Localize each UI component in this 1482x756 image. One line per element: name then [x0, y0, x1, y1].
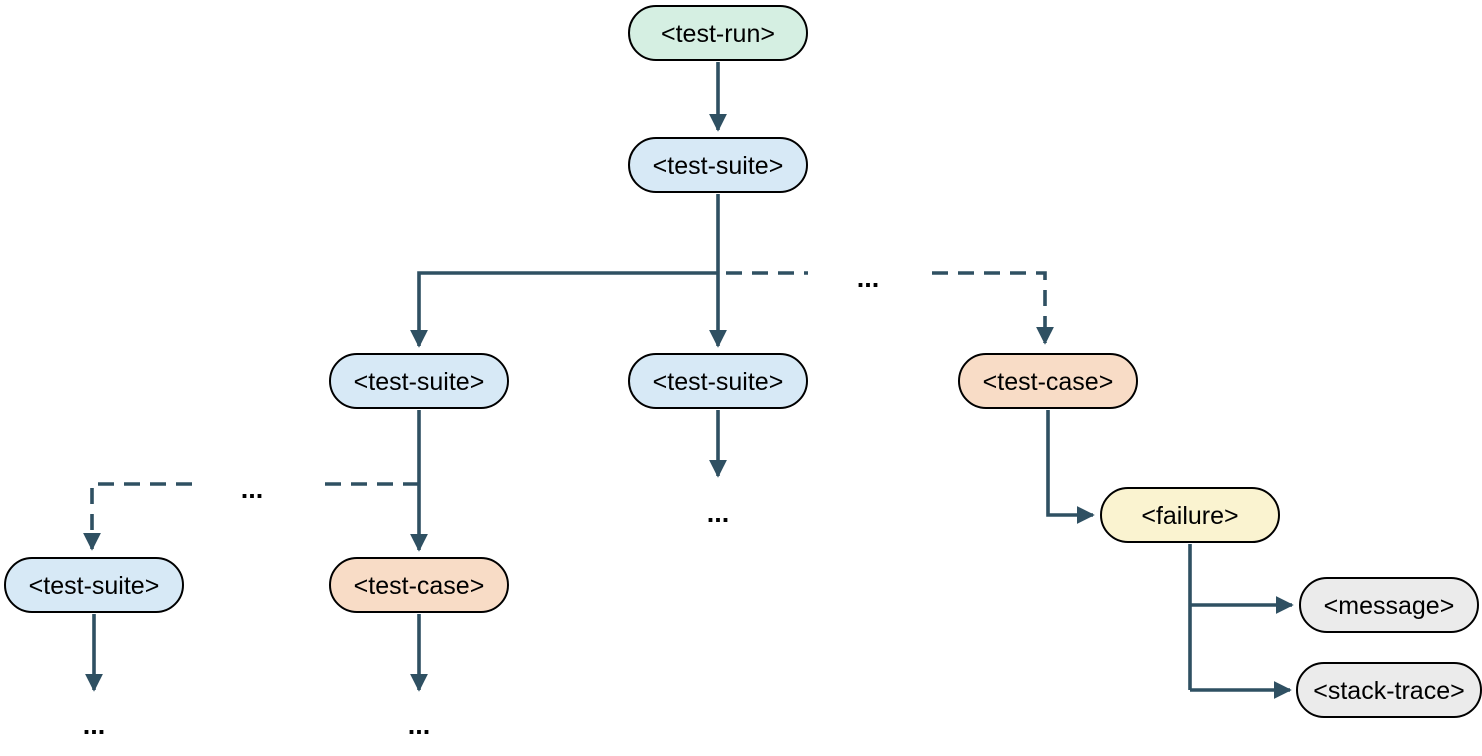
node-test-suite-root-shape — [628, 137, 808, 193]
node-test-suite-root: <test-suite> — [628, 137, 808, 193]
node-message-label: <message> — [1324, 592, 1455, 620]
node-failure-label: <failure> — [1141, 502, 1238, 530]
node-failure-shape — [1100, 487, 1280, 543]
node-test-case-left-label: <test-case> — [354, 572, 485, 600]
node-test-suite-far-left: <test-suite> — [4, 557, 184, 613]
node-test-case-right: <test-case> — [958, 353, 1138, 409]
node-test-suite-far-left-label: <test-suite> — [29, 572, 160, 600]
node-test-run-label: <test-run> — [661, 20, 775, 48]
ellipsis-below-mid-suite: ... — [707, 498, 730, 528]
node-test-case-right-label: <test-case> — [983, 368, 1114, 396]
node-test-suite-root-label: <test-suite> — [653, 152, 784, 180]
node-test-suite-left: <test-suite> — [329, 353, 509, 409]
node-test-suite-left-label: <test-suite> — [354, 368, 485, 396]
node-test-run-shape — [628, 5, 808, 61]
edge-dashed-to-test-case-right — [932, 271, 1054, 345]
node-test-suite-mid: <test-suite> — [628, 353, 808, 409]
node-test-run: <test-run> — [628, 5, 808, 61]
node-test-suite-mid-shape — [628, 353, 808, 409]
node-message-shape — [1299, 577, 1479, 633]
node-test-case-left-shape — [329, 557, 509, 613]
node-test-suite-mid-label: <test-suite> — [653, 368, 784, 396]
node-test-suite-left-shape — [329, 353, 509, 409]
ellipsis-below-left-case: ... — [408, 710, 431, 740]
ellipsis-left: ... — [241, 474, 264, 504]
node-stack-trace-shape — [1296, 662, 1482, 718]
node-test-case-right-shape — [958, 353, 1138, 409]
node-stack-trace-label: <stack-trace> — [1313, 677, 1464, 705]
edge-dashed-to-far-left-suite — [83, 482, 192, 551]
edge-case-to-failure — [1046, 410, 1095, 524]
node-test-suite-far-left-shape — [4, 557, 184, 613]
node-test-case-left: <test-case> — [329, 557, 509, 613]
node-message: <message> — [1299, 577, 1479, 633]
ellipsis-below-far-left-suite: ... — [83, 710, 106, 740]
node-stack-trace: <stack-trace> — [1296, 662, 1482, 718]
edge-root-to-left-suite — [410, 271, 718, 348]
ellipsis-top-right: ... — [857, 263, 880, 293]
node-failure: <failure> — [1100, 487, 1280, 543]
